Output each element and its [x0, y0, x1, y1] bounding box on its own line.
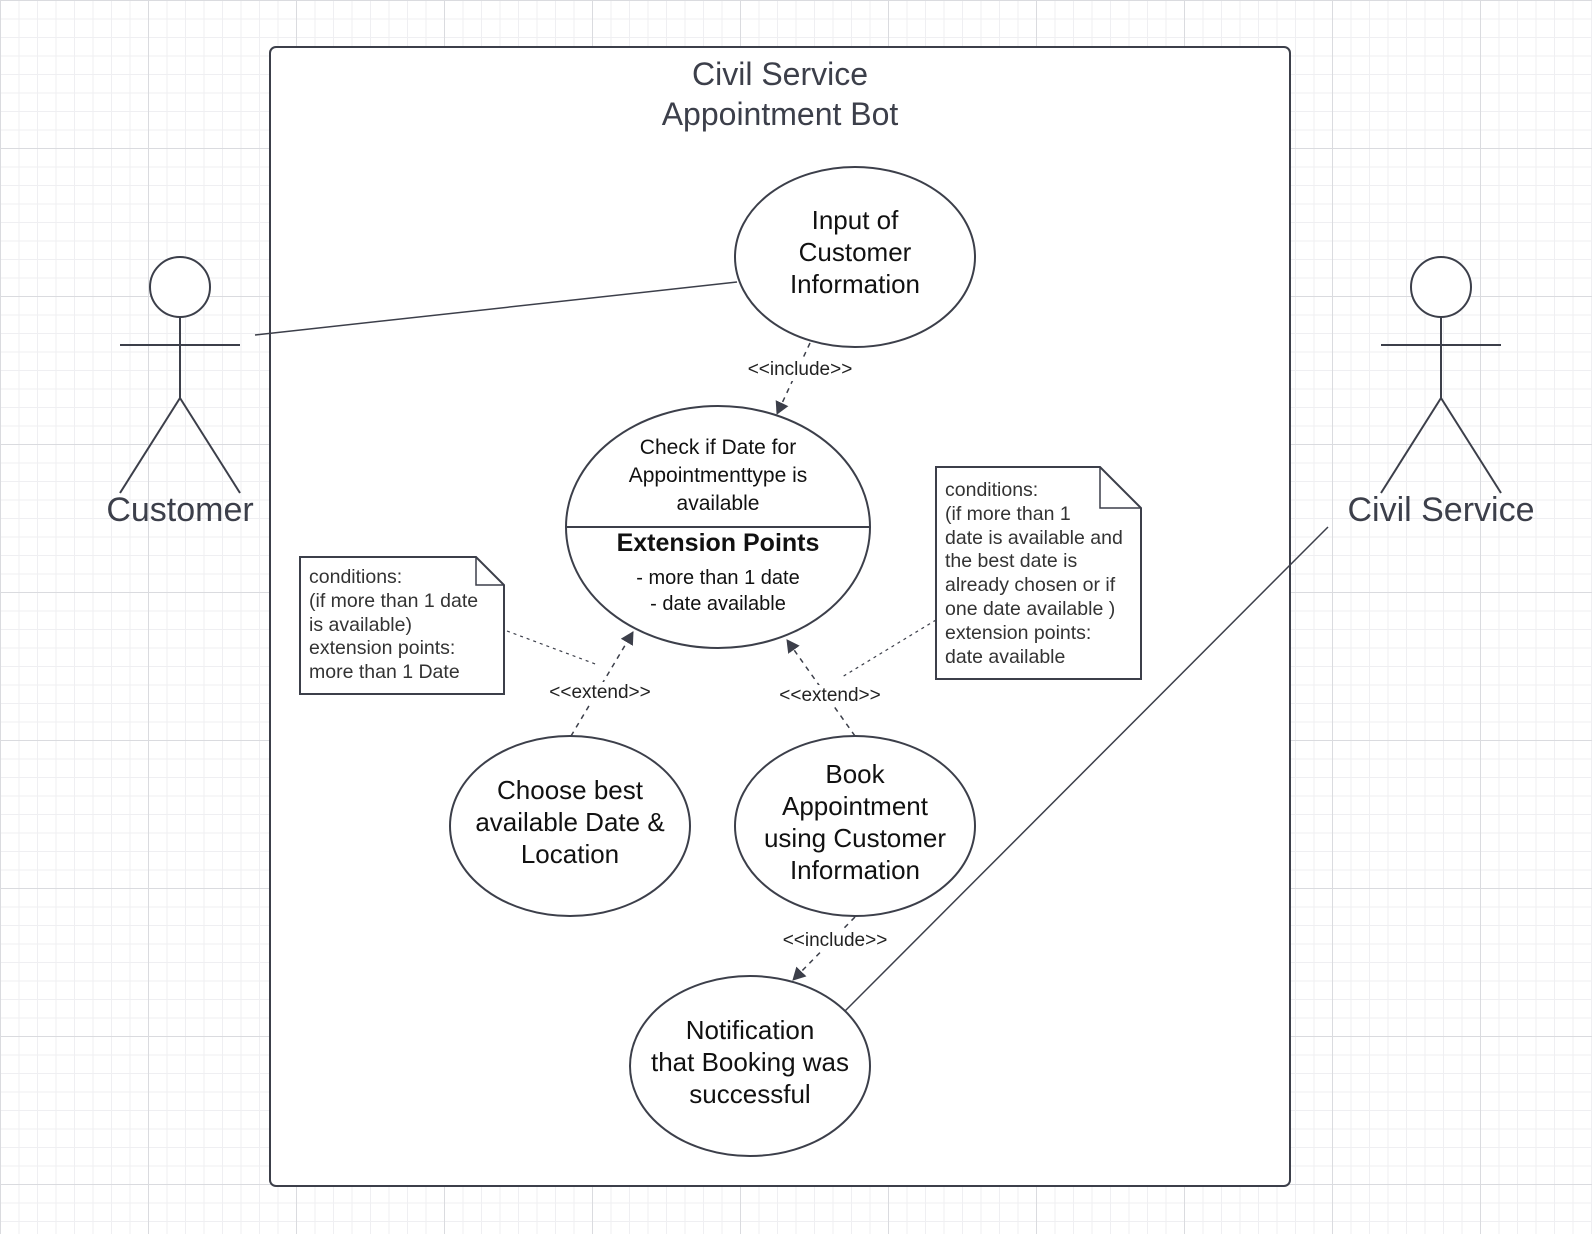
- use-case-book-label: Book Appointment using Customer Informat…: [745, 758, 965, 886]
- check-date-line-2: Appointmenttype is: [628, 464, 808, 487]
- include-top-arrow[interactable]: [775, 342, 811, 415]
- extend-right-label: <<extend>>: [775, 685, 885, 707]
- note-right-shape[interactable]: [935, 466, 1142, 680]
- note-left-line-1: conditions:: [309, 566, 403, 588]
- use-case-notification-label: Notification that Booking was successful: [640, 1014, 860, 1110]
- use-case-choose-best-shape[interactable]: [449, 735, 691, 917]
- notification-line-2: that Booking was: [650, 1047, 849, 1077]
- extension-points-title: Extension Points: [616, 529, 820, 557]
- choose-best-line-2: available Date &: [475, 807, 665, 837]
- use-case-check-date-label: Check if Date for Appointmenttype is ava…: [588, 434, 848, 518]
- note-left-text: conditions: (if more than 1 date is avai…: [309, 566, 478, 685]
- extension-point-item-1: - more than 1 date: [636, 567, 800, 589]
- note-right-line-5: already chosen or if: [945, 574, 1116, 597]
- note-right-line-6: one date available ): [945, 597, 1116, 620]
- note-right-connector[interactable]: [841, 619, 937, 678]
- note-left-connector[interactable]: [506, 630, 599, 666]
- note-right-line-3: date is available and: [945, 526, 1123, 549]
- notification-line-3: successful: [689, 1079, 811, 1109]
- extension-point-item-2: - date available: [650, 593, 786, 615]
- use-case-notification-shape[interactable]: [629, 975, 871, 1157]
- include-bottom-label: <<include>>: [775, 930, 895, 952]
- civil-service-association-line[interactable]: [844, 526, 1329, 1012]
- book-line-1: Book: [825, 759, 885, 789]
- notification-line-1: Notification: [685, 1015, 815, 1045]
- check-date-line-1: Check if Date for: [639, 436, 797, 459]
- system-title: Civil Service Appointment Bot: [580, 54, 980, 134]
- note-right-line-4: the best date is: [945, 550, 1078, 573]
- note-left-line-5: more than 1 Date: [309, 661, 460, 684]
- system-title-line-2: Appointment Bot: [661, 96, 899, 132]
- book-line-3: using Customer: [763, 823, 947, 853]
- system-title-line-1: Civil Service: [691, 56, 869, 92]
- choose-best-line-3: Location: [520, 839, 620, 869]
- note-right-line-7: extension points:: [945, 621, 1092, 644]
- note-left-line-2: (if more than 1 date: [309, 589, 479, 612]
- use-case-input-info-shape[interactable]: [734, 166, 976, 348]
- choose-best-line-1: Choose best: [497, 775, 643, 805]
- note-right-line-2: (if more than 1: [945, 502, 1071, 525]
- input-info-line-3: Information: [789, 269, 921, 299]
- extension-points-list: - more than 1 date - date available: [588, 565, 848, 617]
- extend-left-label: <<extend>>: [545, 682, 655, 704]
- note-right-line-1: conditions:: [945, 479, 1039, 501]
- note-left-line-3: is available): [309, 613, 412, 636]
- civil-service-actor-figure[interactable]: [1380, 256, 1502, 494]
- note-left-shape[interactable]: [299, 556, 505, 695]
- customer-association-line[interactable]: [254, 281, 738, 336]
- actor-label-customer: Customer: [106, 491, 254, 529]
- input-info-line-1: Input of: [811, 205, 899, 235]
- use-case-input-info-label: Input of Customer Information: [755, 204, 955, 300]
- actor-label-civil-service: Civil Service: [1347, 491, 1535, 529]
- customer-actor-figure[interactable]: [119, 256, 241, 494]
- book-line-4: Information: [789, 855, 921, 885]
- use-case-choose-best-label: Choose best available Date & Location: [460, 774, 680, 870]
- note-left-line-4: extension points:: [309, 637, 456, 660]
- include-top-label: <<include>>: [740, 359, 860, 381]
- check-date-line-3: available: [676, 492, 760, 515]
- note-right-line-8: date available: [945, 645, 1066, 668]
- note-right-text: conditions: (if more than 1 date is avai…: [945, 479, 1123, 669]
- input-info-line-2: Customer: [798, 237, 912, 267]
- book-line-2: Appointment: [782, 791, 928, 821]
